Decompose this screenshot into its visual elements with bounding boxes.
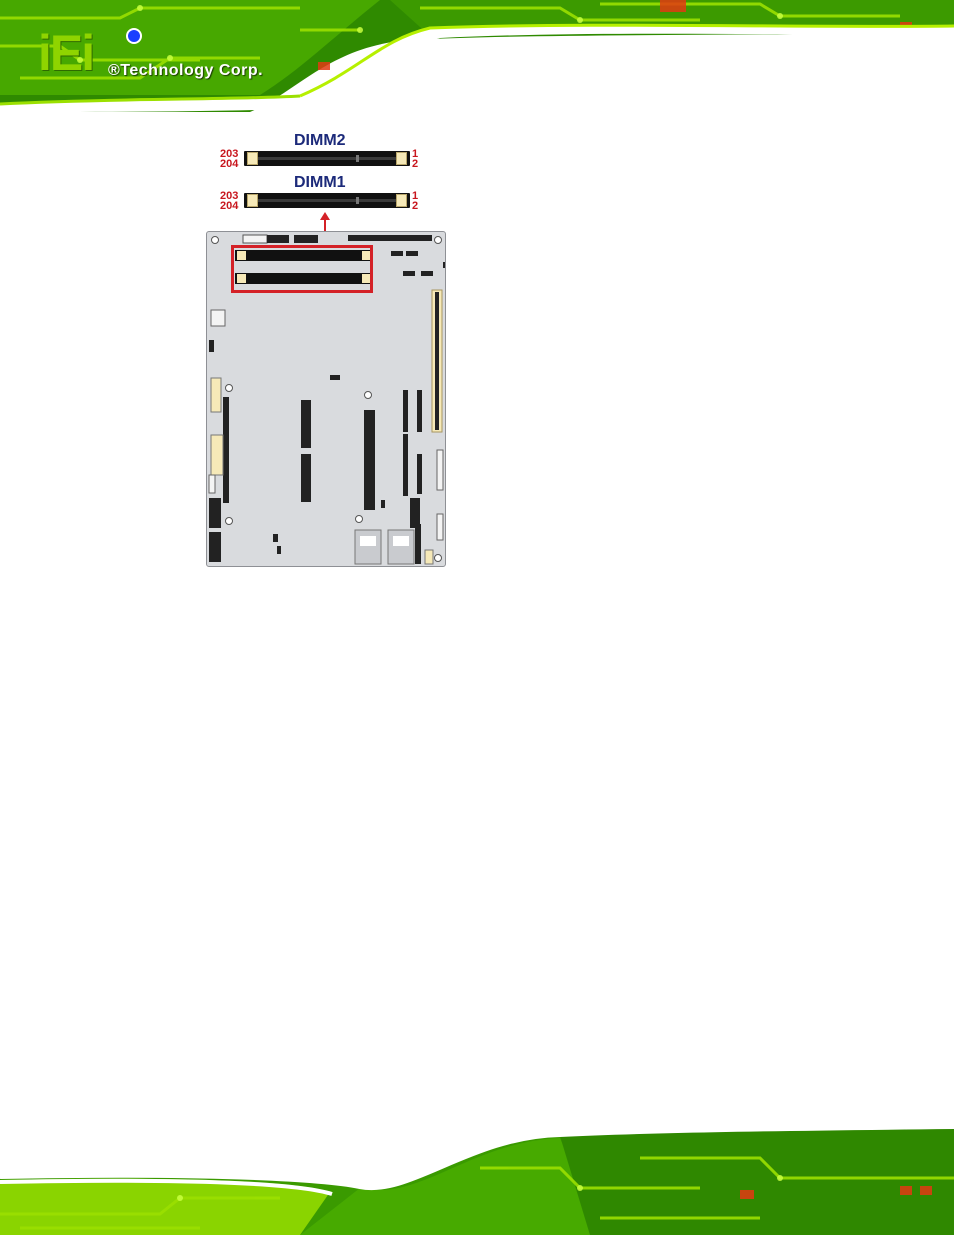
logo-dot-icon <box>128 30 140 42</box>
company-logo: iEi ®Technology Corp. <box>38 28 278 88</box>
dimm2-pin-204: 204 <box>220 159 238 170</box>
slot-latch <box>247 194 258 207</box>
dimm1-title: DIMM1 <box>294 174 346 192</box>
logo-mark: iEi <box>38 28 93 78</box>
slot-latch <box>247 152 258 165</box>
dimm1-pin-204: 204 <box>220 201 238 212</box>
dimm-socket-figure: DIMM2 203 204 1 2 DIMM1 203 204 1 2 <box>200 128 450 570</box>
dimm2-slot <box>244 151 410 166</box>
slot-latch <box>396 194 407 207</box>
company-name: ®Technology Corp. <box>108 62 263 80</box>
dimm-socket-highlight-box <box>231 245 373 293</box>
header-banner: iEi ®Technology Corp. <box>0 0 954 112</box>
slot-latch <box>396 152 407 165</box>
dimm2-title: DIMM2 <box>294 132 346 150</box>
circuit-board-footer-art <box>0 1128 954 1235</box>
dimm1-slot <box>244 193 410 208</box>
dimm1-pin-2: 2 <box>412 201 418 212</box>
footer-banner <box>0 1128 954 1235</box>
dimm2-pin-2: 2 <box>412 159 418 170</box>
